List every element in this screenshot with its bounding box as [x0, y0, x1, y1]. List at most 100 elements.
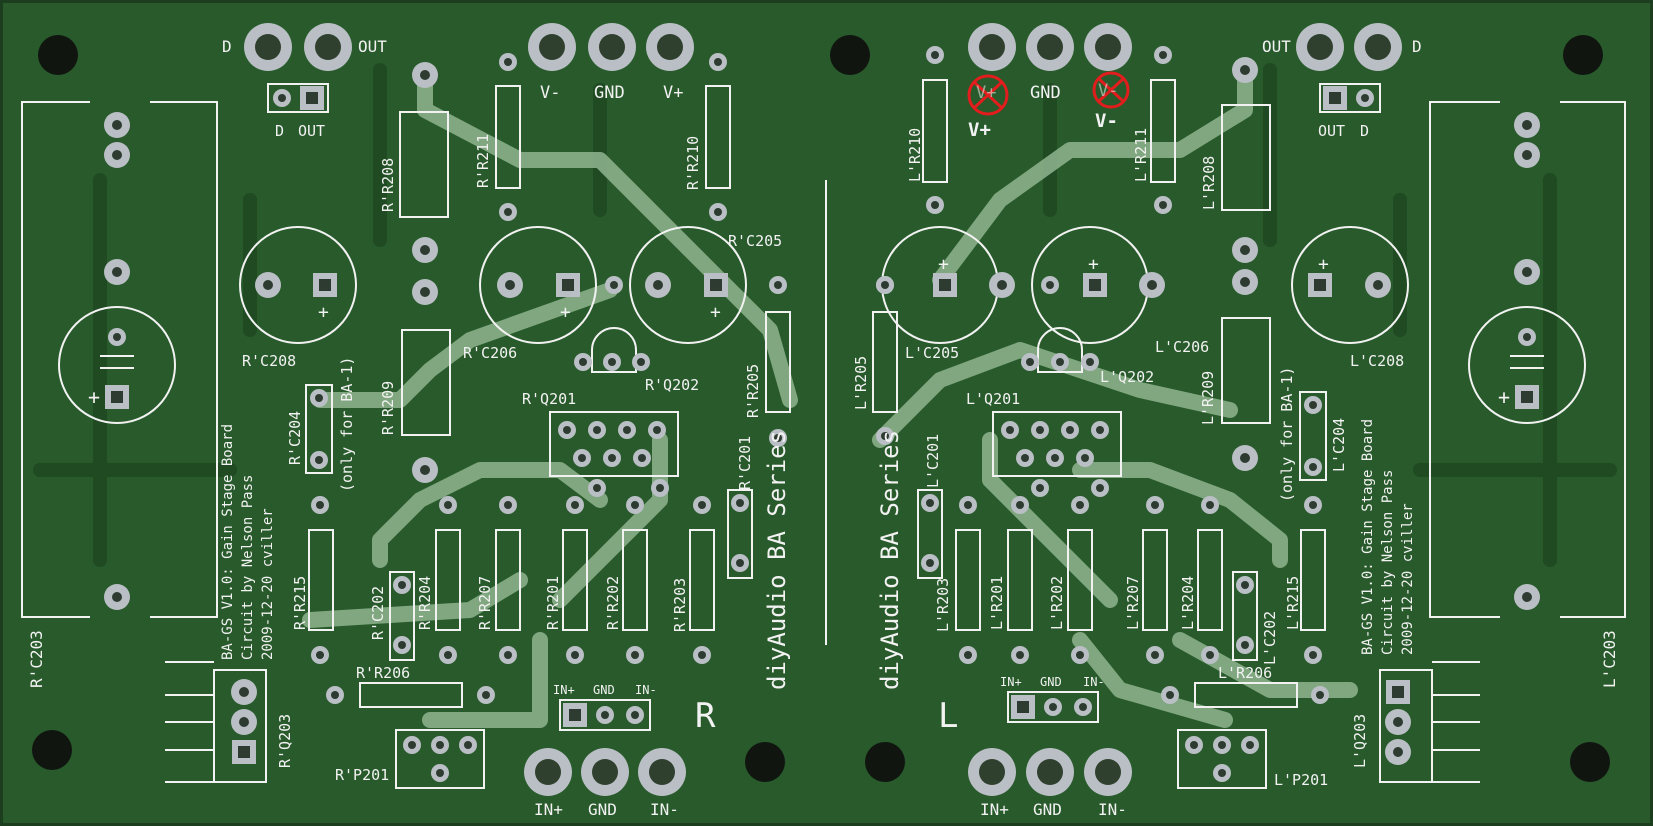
l-vminus-terminal[interactable] [1084, 23, 1132, 71]
l-p201-label: L'P201 [1274, 771, 1328, 789]
r-in-small-gnd: GND [593, 683, 615, 697]
r-r209-label: R'R209 [379, 381, 397, 435]
l-r206-label: L'R206 [1218, 664, 1272, 682]
l-in-minus-label: IN- [1098, 800, 1127, 819]
svg-text:+: + [1498, 385, 1510, 409]
l-c203-label: L'C203 [1600, 630, 1619, 688]
l-series-title: diyAudio BA Series [876, 430, 904, 690]
r-r207-label: R'R207 [476, 576, 494, 630]
l-io-out-label: OUT [1262, 37, 1291, 56]
l-in-small-plus: IN+ [1000, 675, 1022, 689]
r-q202-label: R'Q202 [645, 376, 699, 394]
l-bottom-resistors [917, 489, 1326, 664]
r-r204-label: R'R204 [416, 576, 434, 630]
r-bottom-resistors [308, 489, 753, 664]
r-info-line3: 2009-12-20 cviller [260, 508, 276, 660]
r-io-small-d: D [275, 122, 284, 140]
l-power-vminus: V- [1098, 81, 1118, 101]
l-c202-label: L'C202 [1261, 611, 1279, 665]
svg-text:+: + [710, 302, 721, 323]
l-io-small-d: D [1360, 122, 1369, 140]
l-q202-label: L'Q202 [1100, 368, 1154, 386]
l-info-line2: Circuit by Nelson Pass [1380, 470, 1396, 655]
svg-text:+: + [318, 302, 329, 323]
l-power-fix-vminus: V- [1095, 110, 1118, 132]
l-out-terminal[interactable] [1296, 23, 1344, 71]
r-d-terminal[interactable] [244, 23, 292, 71]
l-inplus-terminal[interactable] [968, 748, 1016, 796]
r-in-small-plus: IN+ [553, 683, 575, 697]
r-q201-label: R'Q201 [522, 390, 576, 408]
r-r215-label: R'R215 [291, 576, 309, 630]
r-in-gnd-label: GND [588, 800, 617, 819]
r-c205-label: R'C205 [728, 232, 782, 250]
r-io-out-label: OUT [358, 37, 387, 56]
l-c204-label: L'C204 [1330, 418, 1348, 472]
l-in-gnd-terminal[interactable] [1026, 748, 1074, 796]
r-io-small-out: OUT [298, 122, 325, 140]
l-d-terminal[interactable] [1354, 23, 1402, 71]
r-vminus-terminal[interactable] [528, 23, 576, 71]
l-q201-label: L'Q201 [966, 390, 1020, 408]
l-power-strike-marks [967, 71, 1130, 116]
svg-text:+: + [1088, 254, 1099, 275]
r-in-minus-label: IN- [650, 800, 679, 819]
l-in-small-minus: IN- [1083, 675, 1105, 689]
svg-text:+: + [560, 302, 571, 323]
r-series-title: diyAudio BA Series [763, 430, 791, 690]
r-vplus-terminal[interactable] [646, 23, 694, 71]
l-io-d-label: D [1412, 37, 1422, 56]
l-vplus-terminal[interactable] [968, 23, 1016, 71]
l-r205-label: L'R205 [852, 356, 870, 410]
l-r215-label: L'R215 [1284, 576, 1302, 630]
l-c208-label: L'C208 [1350, 352, 1404, 370]
l-power-gnd: GND [1030, 83, 1061, 103]
r-r211-label: R'R211 [474, 134, 492, 188]
l-r207-label: L'R207 [1124, 576, 1142, 630]
l-r208-label: L'R208 [1200, 156, 1218, 210]
r-c201-label: R'C201 [736, 436, 754, 490]
r-inminus-terminal[interactable] [638, 748, 686, 796]
r-io-d-label: D [222, 37, 232, 56]
l-r210-label: L'R210 [906, 128, 924, 182]
l-r201-label: L'R201 [988, 576, 1006, 630]
l-info-line3: 2009-12-20 cviller [1400, 503, 1416, 655]
r-in-gnd-terminal[interactable] [581, 748, 629, 796]
r-c202-label: R'C202 [369, 586, 387, 640]
r-out-terminal[interactable] [304, 23, 352, 71]
r-c204-label: R'C204 [286, 411, 304, 465]
r-gnd-terminal[interactable] [588, 23, 636, 71]
l-only-ba1-note: (only for BA-1) [1278, 367, 1296, 502]
r-inplus-terminal[interactable] [524, 748, 572, 796]
l-info-line1: BA-GS V1.0: Gain Stage Board [1360, 419, 1376, 655]
l-inminus-terminal[interactable] [1084, 748, 1132, 796]
l-r203-label: L'R203 [934, 578, 952, 632]
l-channel-letter: L [938, 696, 958, 736]
l-in-gnd-label: GND [1033, 800, 1062, 819]
r-power-vminus: V- [540, 83, 560, 103]
left-channel-section: + L'C203 OUT D OUT D V+ GND V- V+ V- [852, 23, 1626, 819]
l-r204-label: L'R204 [1179, 576, 1197, 630]
r-c206-label: R'C206 [463, 344, 517, 362]
r-p201-label: R'P201 [335, 766, 389, 784]
r-c208-label: R'C208 [242, 352, 296, 370]
r-r201-label: R'R201 [544, 576, 562, 630]
r-r210-label: R'R210 [684, 136, 702, 190]
r-r208-label: R'R208 [379, 158, 397, 212]
r-info-line2: Circuit by Nelson Pass [240, 475, 256, 660]
r-in-small-minus: IN- [635, 683, 657, 697]
r-r205-label: R'R205 [744, 364, 762, 418]
l-power-fix-vplus: V+ [968, 119, 991, 141]
l-c201-label: L'C201 [924, 434, 942, 488]
r-r202-label: R'R202 [604, 576, 622, 630]
l-gnd-terminal[interactable] [1026, 23, 1074, 71]
r-c203-label: R'C203 [27, 630, 46, 688]
r-r203-label: R'R203 [671, 578, 689, 632]
svg-text:+: + [1318, 254, 1329, 275]
l-q203-label: L'Q203 [1351, 714, 1369, 768]
l-power-vplus: V+ [976, 83, 996, 103]
right-channel-section: + R'C203 D OUT D OUT V- GND V+ R'R208 R'… [21, 23, 791, 819]
r-only-ba1-note: (only for BA-1) [338, 357, 356, 492]
